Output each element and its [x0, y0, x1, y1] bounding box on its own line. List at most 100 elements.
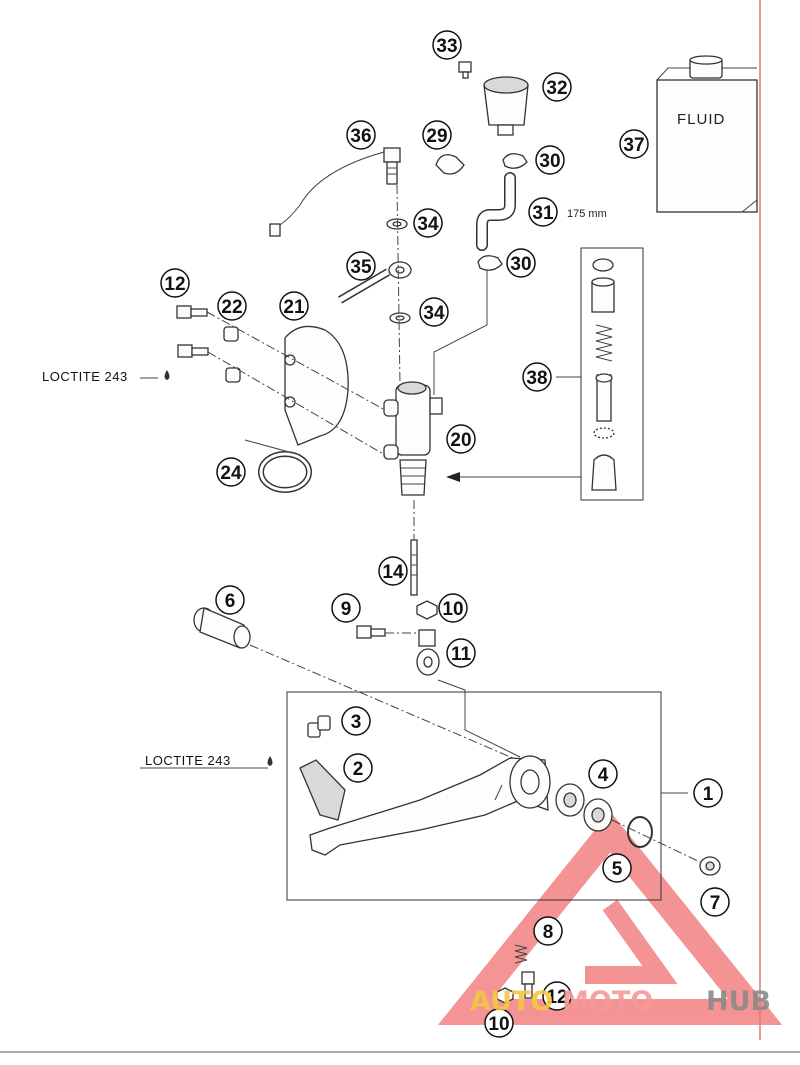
washer-34-bottom: [389, 312, 411, 324]
svg-text:3: 3: [351, 712, 362, 733]
bearing-4b: [583, 798, 613, 832]
svg-text:12: 12: [546, 987, 567, 1008]
svg-text:29: 29: [426, 126, 447, 147]
reservoir: [483, 76, 529, 136]
callout-31: 31: [528, 197, 558, 227]
callout-35: 35: [346, 251, 376, 281]
bolt-12-lower: [177, 344, 209, 358]
callout-32: 32: [542, 72, 572, 102]
callout-20: 20: [446, 424, 476, 454]
svg-text:14: 14: [382, 562, 404, 583]
svg-text:5: 5: [612, 859, 623, 880]
svg-text:30: 30: [539, 151, 560, 172]
lever-assembly-frame: [286, 691, 662, 901]
svg-text:35: 35: [350, 257, 372, 278]
master-cylinder: [383, 381, 443, 496]
banjo-fitting: [388, 261, 412, 279]
watermark-text: AUTO MOTO HUB: [470, 986, 771, 1017]
callout-30-top: 30: [535, 145, 565, 175]
svg-text:12: 12: [164, 274, 185, 295]
callout-7: 7: [700, 887, 730, 917]
hose-31: [476, 172, 516, 251]
svg-text:10: 10: [442, 599, 463, 620]
svg-text:1: 1: [703, 784, 714, 805]
screws-3: [307, 715, 331, 738]
callout-2: 2: [343, 753, 373, 783]
svg-text:10: 10: [488, 1014, 509, 1035]
svg-text:6: 6: [225, 591, 236, 612]
pedal-step: [299, 759, 346, 821]
callout-33: 33: [432, 30, 462, 60]
svg-text:7: 7: [710, 893, 721, 914]
callout-34-bottom: 34: [419, 297, 449, 327]
circlip-5: [627, 816, 653, 848]
callout-1: 1: [693, 778, 723, 808]
callout-24: 24: [216, 457, 246, 487]
nut-22-top: [223, 326, 239, 342]
callout-36: 36: [346, 120, 376, 150]
pushrod: [410, 539, 418, 596]
svg-text:34: 34: [423, 303, 445, 324]
svg-text:11: 11: [451, 644, 472, 665]
clamp-30-top: [502, 153, 528, 169]
svg-text:AUTO: AUTO: [470, 986, 553, 1017]
reservoir-screw: [458, 61, 472, 79]
callout-12-top: 12: [160, 268, 190, 298]
svg-text:30: 30: [510, 254, 531, 275]
svg-text:36: 36: [350, 126, 371, 147]
callout-37: 37: [619, 129, 649, 159]
washer-34-top: [386, 218, 408, 230]
heat-shield: [284, 325, 349, 446]
bearing-4a: [555, 783, 585, 817]
svg-text:24: 24: [220, 463, 242, 484]
nut-10-upper: [416, 600, 438, 620]
nut-22-lower: [225, 367, 241, 383]
nut-7: [699, 856, 721, 876]
clamp-29: [435, 154, 465, 175]
loctite-drop-top: [164, 370, 170, 380]
svg-text:9: 9: [341, 599, 352, 620]
svg-text:MOTO: MOTO: [562, 986, 653, 1017]
callout-38: 38: [522, 362, 552, 392]
bolt-9: [356, 625, 386, 639]
clevis: [416, 629, 440, 676]
svg-text:34: 34: [417, 214, 439, 235]
svg-text:2: 2: [353, 759, 364, 780]
loctite-label-top: LOCTITE 243: [42, 369, 128, 384]
svg-text:22: 22: [221, 297, 242, 318]
svg-text:32: 32: [546, 78, 567, 99]
callout-30-bottom: 30: [506, 248, 536, 278]
callout-8: 8: [533, 916, 563, 946]
svg-text:31: 31: [532, 203, 554, 224]
fluid-label: FLUID: [677, 111, 725, 128]
callout-22: 22: [217, 291, 247, 321]
callout-5: 5: [602, 853, 632, 883]
svg-text:33: 33: [436, 36, 457, 57]
nut-10-bottom: [496, 987, 514, 1004]
callout-34-top: 34: [413, 208, 443, 238]
hose-length-label: 175 mm: [567, 208, 607, 220]
svg-text:38: 38: [526, 368, 547, 389]
callout-29: 29: [422, 120, 452, 150]
bolt-12-top: [176, 305, 208, 319]
callout-3: 3: [341, 706, 371, 736]
loctite-label-bottom: LOCTITE 243: [145, 753, 231, 768]
pivot-pin: [193, 607, 251, 649]
brake-pedal: [309, 755, 551, 856]
svg-text:20: 20: [450, 430, 471, 451]
svg-text:21: 21: [283, 297, 305, 318]
callout-12-bottom: 12: [542, 981, 572, 1011]
bolt-12-bottom: [521, 971, 535, 999]
brake-line-35: [337, 268, 391, 304]
repair-kit-box: [580, 247, 644, 501]
svg-text:8: 8: [543, 922, 554, 943]
callout-6: 6: [215, 585, 245, 615]
loctite-drop-bottom: [267, 756, 273, 766]
callout-10-bottom: 10: [484, 1008, 514, 1038]
brake-light-switch: [269, 147, 401, 237]
clamp-30-bottom: [477, 255, 503, 271]
spring-8: [514, 944, 528, 964]
callout-4: 4: [588, 759, 618, 789]
callout-9: 9: [331, 593, 361, 623]
